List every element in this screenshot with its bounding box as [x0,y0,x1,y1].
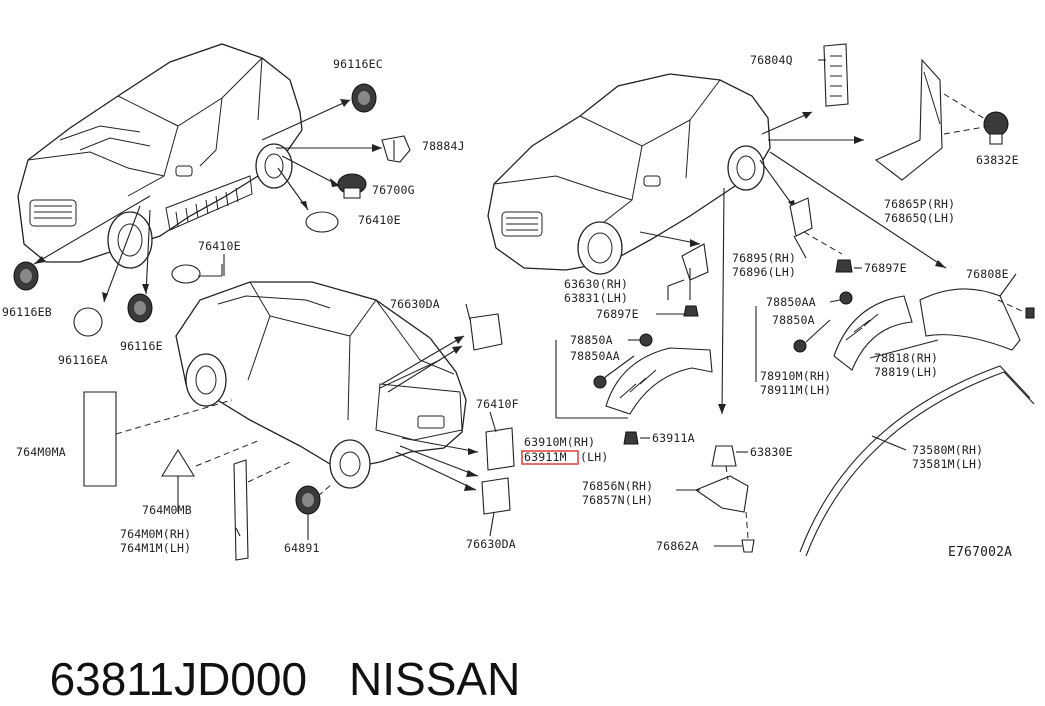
pad-76410F [485,427,515,471]
clip-78850AA-b [839,291,853,305]
label-96116EB: 96116EB [2,305,52,319]
label-73581M: 73581M(LH) [912,457,983,471]
label-78819: 78819(LH) [874,365,938,379]
label-76865P: 76865P(RH) [884,197,955,211]
leader-lines [177,59,1017,547]
label-63830E: 63830E [750,445,793,459]
label-63630: 63630(RH) [564,277,628,291]
label-63910M: 63910M(RH) [524,435,595,449]
highlight-63911M [521,450,579,465]
label-76897E-b: 76897E [864,261,907,275]
protector-764M0MB [161,448,195,500]
liner-78818 [919,288,1035,351]
mudguard-76630DA-upper [469,313,503,351]
label-76804Q: 76804Q [750,53,793,67]
car3-callout-arrows [639,111,947,415]
label-96116E: 96116E [120,339,163,353]
label-764M0MA: 764M0MA [16,445,66,459]
seal-76804Q [823,43,849,107]
footer-caption: 63811JD000 NISSAN [24,598,562,706]
screw-76862A [741,511,755,553]
label-96116EA: 96116EA [58,353,108,367]
label-73580M: 73580M(RH) [912,443,983,457]
label-64891: 64891 [284,541,320,555]
clip-76897E-b [835,259,853,273]
fender-protector-78910M [833,295,913,371]
label-764M1M: 764M1M(LH) [120,541,191,555]
part-labels: 96116EC 78884J 76700G 76410E 76410E 9611… [2,53,1019,560]
vehicle-front-left-view [17,43,303,269]
panel-76865P [874,58,943,181]
protector-764M0MA [83,391,117,487]
vehicle-front-right-view [487,73,771,275]
label-76896: 76896(LH) [732,265,796,279]
plug-76410E-a [305,211,339,233]
molding-73580M [799,365,1035,557]
clip-78850AA-a [593,375,607,389]
label-76857N: 76857N(LH) [582,493,653,507]
car2-callout-arrows [115,335,479,497]
label-764M0M: 764M0M(RH) [120,527,191,541]
label-76630DA-b: 76630DA [466,537,516,551]
clip-63832E [983,111,1009,145]
label-63831: 63831(LH) [564,291,628,305]
label-78850A-b: 78850A [772,313,815,327]
clip-78850A-a [639,333,653,347]
label-78850AA-b: 78850AA [766,295,816,309]
label-96116EC: 96116EC [333,57,383,71]
mudguard-76856N [694,465,749,513]
label-78850AA-a: 78850AA [570,349,620,363]
clip-78850A-b [793,339,807,353]
grommet-96116EB [13,261,39,291]
label-76410E-b: 76410E [198,239,241,253]
molding-764M0M [233,459,249,561]
footer-brand: NISSAN [349,653,521,705]
grommet-96116E [127,293,153,323]
label-78850A-a: 78850A [570,333,613,347]
fender-protector-63910M [605,347,713,415]
bracket-63630 [681,243,709,300]
label-76897E-a: 76897E [596,307,639,321]
label-78884J: 78884J [422,139,465,153]
footer-part-number: 63811JD000 [49,653,308,705]
clip-76700G [337,173,367,199]
car1-callout-arrows [33,99,382,303]
parts-diagram: 96116EC 78884J 76700G 76410E 76410E 9611… [2,43,1035,561]
label-764M0MB: 764M0MB [142,503,192,517]
label-63911M: 63911M [524,450,567,464]
grommet-64891 [295,485,321,515]
label-63911M-side: (LH) [580,450,609,464]
plug-76410E-b [171,264,223,284]
label-76630DA-a: 76630DA [390,297,440,311]
label-76865Q: 76865Q(LH) [884,211,955,225]
mudguard-76630DA-lower [481,477,511,515]
clip-63911A [623,431,639,445]
vehicle-rear-view [175,281,467,489]
bracket-76895 [789,197,843,255]
grommet-96116EA [73,307,103,337]
label-63911A: 63911A [652,431,695,445]
label-63832E: 63832E [976,153,1019,167]
clip-63830E [711,445,737,467]
label-76808E: 76808E [966,267,1009,281]
label-78911M: 78911M(LH) [760,383,831,397]
label-76700G: 76700G [372,183,415,197]
clip-76897E-a [683,305,699,317]
label-78818: 78818(RH) [874,351,938,365]
label-76895: 76895(RH) [732,251,796,265]
label-76862A: 76862A [656,539,699,553]
diagram-code: E767002A [948,545,1012,560]
label-78910M: 78910M(RH) [760,369,831,383]
label-76856N: 76856N(RH) [582,479,653,493]
label-76410F: 76410F [476,397,519,411]
clip-78884J [381,135,411,163]
grommet-96116EC [351,83,377,113]
label-76410E-a: 76410E [358,213,401,227]
